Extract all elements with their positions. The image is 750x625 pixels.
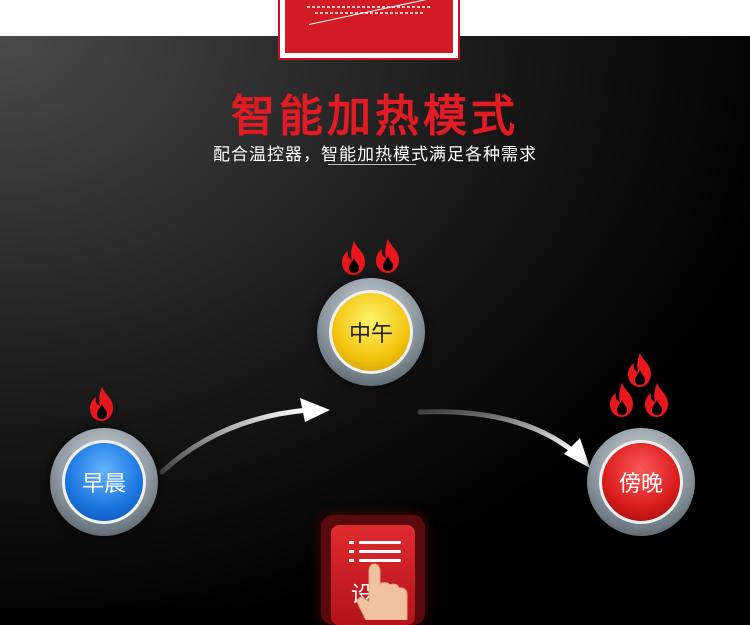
page-subtitle: 配合温控器，智能加热模式满足各种需求 — [213, 145, 537, 165]
menu-icon — [349, 541, 354, 544]
page-title: 智能加热模式 — [231, 91, 519, 142]
flame-icon — [342, 241, 365, 275]
device-text-line — [315, 12, 423, 14]
menu-icon — [349, 559, 354, 562]
flame-icon — [628, 353, 651, 387]
mode-noon-button[interactable]: 中午 — [317, 278, 425, 386]
menu-icon — [359, 550, 401, 553]
heater-device-image — [278, 0, 460, 60]
flame-icon — [90, 387, 113, 421]
flame-icon — [645, 383, 668, 417]
mode-evening-button[interactable]: 傍晚 — [587, 428, 695, 536]
mode-morning-button[interactable]: 早晨 — [50, 428, 158, 536]
mode-morning-label: 早晨 — [62, 440, 146, 524]
flame-icon — [610, 383, 633, 417]
heater-front-panel — [285, 0, 453, 53]
pointing-hand-icon — [356, 563, 408, 620]
menu-icon — [359, 559, 401, 562]
menu-icon — [349, 550, 354, 553]
mode-evening-label: 傍晚 — [599, 440, 683, 524]
mode-noon-label: 中午 — [329, 290, 413, 374]
subtitle-underline — [328, 164, 416, 165]
flame-icon — [376, 239, 399, 273]
device-text-line — [307, 6, 431, 8]
menu-icon — [359, 541, 401, 544]
